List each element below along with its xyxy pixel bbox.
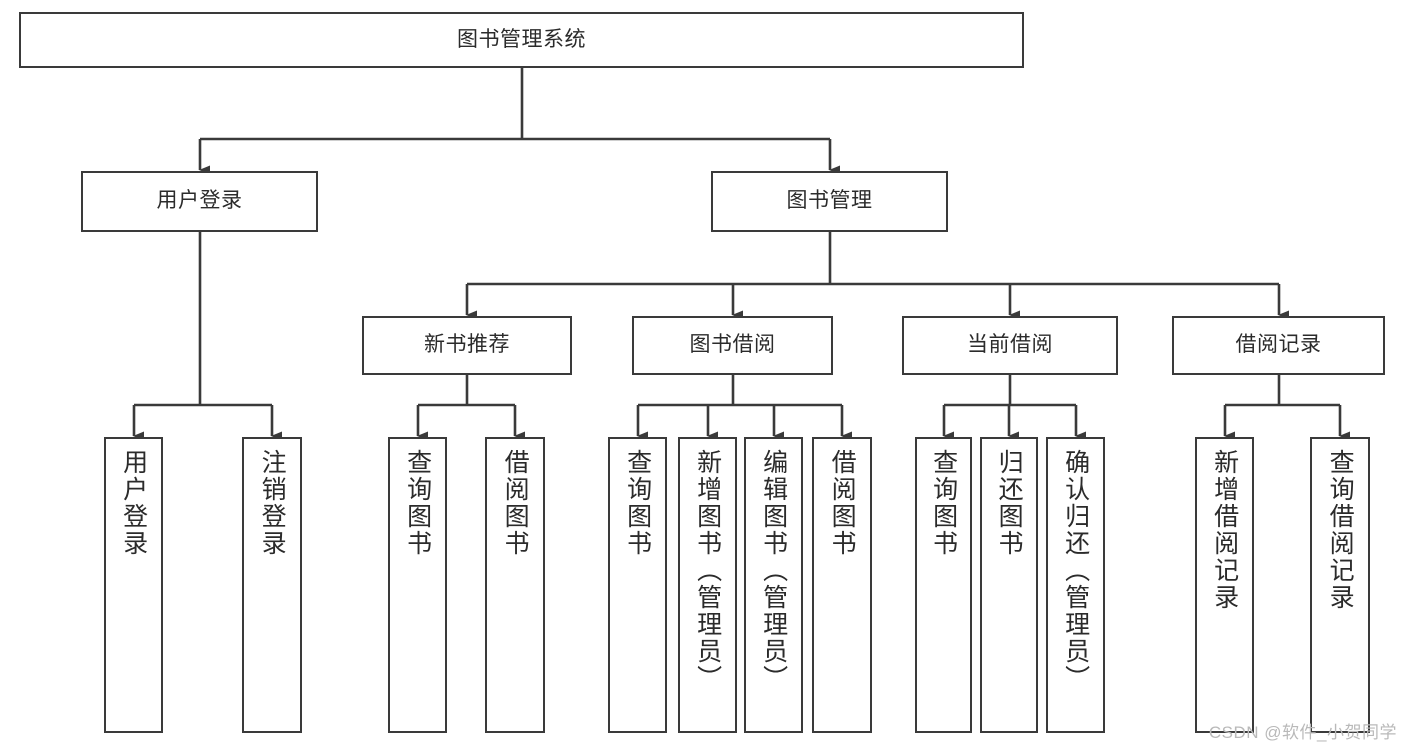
node-leaf-9[interactable]: 查询图书 bbox=[915, 437, 972, 733]
node-leaf-1[interactable]: 用户登录 bbox=[104, 437, 163, 733]
node-records[interactable]: 借阅记录 bbox=[1172, 316, 1385, 375]
node-label: 图书管理 bbox=[786, 189, 873, 213]
node-leaf-3[interactable]: 查询图书 bbox=[388, 437, 447, 733]
node-label: 图书借阅 bbox=[689, 333, 776, 357]
node-label: 编辑图书（管理员） bbox=[759, 449, 788, 692]
node-label: 注销登录 bbox=[258, 449, 287, 557]
node-leaf-10[interactable]: 归还图书 bbox=[980, 437, 1038, 733]
node-label: 借阅图书 bbox=[501, 449, 530, 557]
node-bookmgmt[interactable]: 图书管理 bbox=[711, 171, 948, 232]
node-leaf-6[interactable]: 新增图书（管理员） bbox=[678, 437, 737, 733]
node-label: 查询图书 bbox=[403, 449, 432, 557]
node-root[interactable]: 图书管理系统 bbox=[19, 12, 1024, 68]
node-label: 新书推荐 bbox=[424, 333, 510, 357]
node-label: 用户登录 bbox=[156, 189, 243, 213]
node-login[interactable]: 用户登录 bbox=[81, 171, 318, 232]
node-current[interactable]: 当前借阅 bbox=[902, 316, 1118, 375]
node-leaf-4[interactable]: 借阅图书 bbox=[485, 437, 545, 733]
node-label: 用户登录 bbox=[119, 449, 148, 557]
node-leaf-11[interactable]: 确认归还（管理员） bbox=[1046, 437, 1105, 733]
node-leaf-8[interactable]: 借阅图书 bbox=[812, 437, 872, 733]
node-label: 图书管理系统 bbox=[457, 27, 586, 51]
node-leaf-12[interactable]: 新增借阅记录 bbox=[1195, 437, 1254, 733]
node-leaf-2[interactable]: 注销登录 bbox=[242, 437, 302, 733]
node-label: 确认归还（管理员） bbox=[1061, 449, 1090, 692]
node-borrow[interactable]: 图书借阅 bbox=[632, 316, 833, 375]
node-label: 新增借阅记录 bbox=[1210, 449, 1239, 611]
node-label: 借阅记录 bbox=[1235, 333, 1322, 357]
node-label: 当前借阅 bbox=[967, 333, 1053, 357]
node-leaf-5[interactable]: 查询图书 bbox=[608, 437, 667, 733]
node-leaf-13[interactable]: 查询借阅记录 bbox=[1310, 437, 1370, 733]
node-label: 归还图书 bbox=[995, 449, 1024, 557]
node-label: 借阅图书 bbox=[828, 449, 857, 557]
node-label: 查询图书 bbox=[929, 449, 958, 557]
node-leaf-7[interactable]: 编辑图书（管理员） bbox=[744, 437, 803, 733]
node-label: 查询图书 bbox=[623, 449, 652, 557]
watermark-text: CSDN @软件_小贺同学 bbox=[1208, 723, 1397, 742]
node-newbook[interactable]: 新书推荐 bbox=[362, 316, 572, 375]
node-label: 新增图书（管理员） bbox=[693, 449, 722, 692]
node-label: 查询借阅记录 bbox=[1326, 449, 1355, 611]
